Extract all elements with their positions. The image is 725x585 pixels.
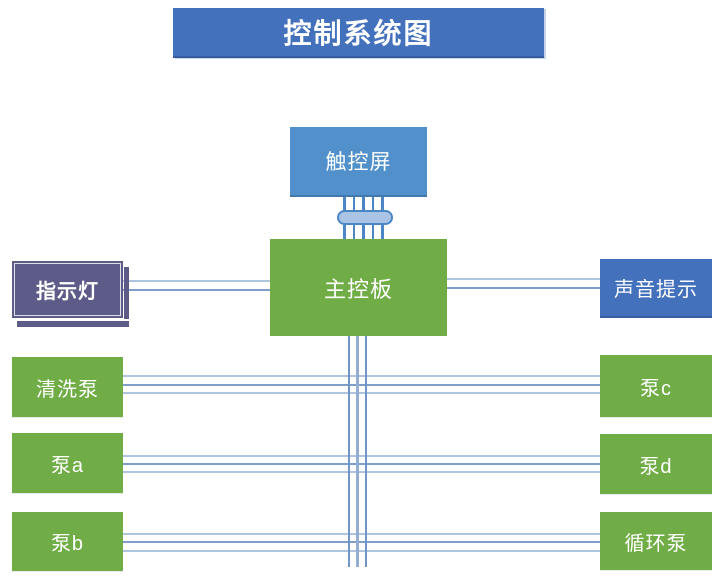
node-circulation-pump-label: 循环泵	[624, 532, 688, 555]
row3-wire	[123, 533, 600, 535]
ribbon-wire	[362, 197, 365, 211]
bus-line-vertical	[348, 336, 350, 567]
node-pump-b-label: 泵b	[50, 533, 85, 555]
indicator-wire	[123, 280, 270, 282]
node-mainboard: 主控板	[270, 239, 447, 336]
indicator-wire	[123, 289, 270, 291]
ribbon-wire	[343, 224, 346, 239]
row2-wire	[123, 471, 600, 473]
node-wash-pump-label: 清洗泵	[36, 378, 99, 401]
node-pump-d-label: 泵d	[639, 455, 673, 478]
bus-line-vertical	[356, 336, 359, 567]
ribbon-wire	[362, 224, 365, 239]
node-sound-alert-label: 声音提示	[614, 279, 698, 301]
ribbon-wire	[371, 224, 374, 239]
diagram-title: 控制系统图	[173, 8, 544, 58]
node-pump-c-label: 泵c	[640, 377, 672, 400]
indicator-shadow	[17, 321, 129, 327]
sound-wire	[447, 278, 600, 280]
node-touchscreen-label: 触控屏	[325, 151, 392, 174]
node-pump-a: 泵a	[12, 433, 123, 493]
ribbon-wire	[343, 197, 346, 211]
node-pump-b: 泵b	[12, 512, 123, 571]
ribbon-connector-ellipse	[337, 210, 393, 225]
ribbon-wire	[352, 224, 355, 239]
row2-wire	[123, 463, 600, 465]
row3-wire	[123, 541, 600, 543]
ribbon-wire	[381, 224, 384, 239]
ribbon-wire	[381, 197, 384, 211]
row2-wire	[123, 455, 600, 457]
node-pump-d: 泵d	[600, 434, 712, 494]
sound-wire	[447, 287, 600, 289]
node-wash-pump: 清洗泵	[12, 357, 123, 417]
ribbon-wire	[352, 197, 355, 211]
row1-wire	[123, 375, 600, 377]
node-touchscreen: 触控屏	[290, 127, 427, 197]
row3-wire	[123, 550, 600, 552]
indicator-shadow	[124, 267, 129, 319]
node-circulation-pump: 循环泵	[600, 512, 712, 570]
ribbon-wire	[371, 197, 374, 211]
row1-wire	[123, 392, 600, 394]
diagram-title-label: 控制系统图	[283, 18, 434, 49]
node-indicator-light-label: 指示灯	[36, 281, 99, 303]
node-pump-c: 泵c	[600, 355, 712, 417]
node-indicator-light: 指示灯	[12, 261, 123, 318]
bus-line-vertical	[365, 336, 367, 567]
node-sound-alert: 声音提示	[600, 259, 712, 318]
node-pump-a-label: 泵a	[50, 454, 85, 477]
node-mainboard-label: 主控板	[323, 276, 393, 302]
row1-wire	[123, 384, 600, 386]
